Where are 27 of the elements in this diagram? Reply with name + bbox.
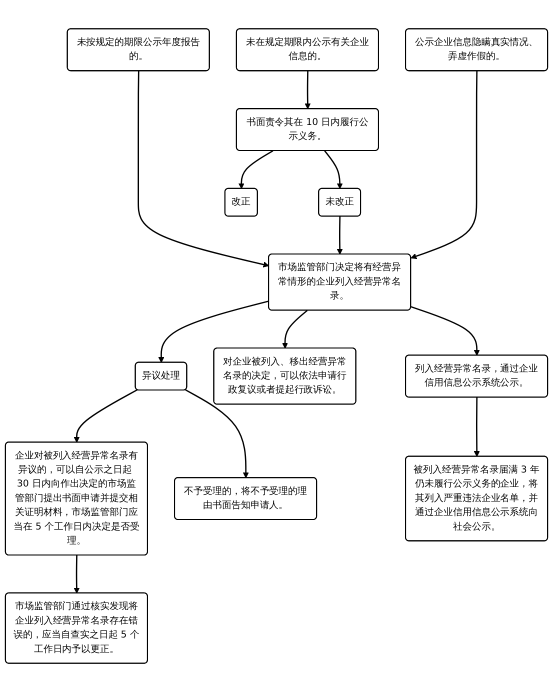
arrow (185, 389, 249, 478)
arrow (410, 71, 478, 260)
arrow (74, 555, 80, 594)
arrow (336, 216, 343, 255)
process-box: 公示企业信息隐瞒真实情况、弄虚作假的。 (405, 28, 548, 72)
arrow (238, 150, 274, 189)
arrow (474, 397, 480, 457)
arrow (304, 71, 311, 110)
process-box: 企业对被列入经营异常名录有异议的，可以自公示之日起 30 日内向作出决定的市场监管部门提出书面申请并提交相关证明材料，市场监管部门应当在 5 个工作日内决定是否受理。 (4, 442, 148, 556)
process-box: 对企业被列入、移出经营异常名录的决定，可以依法申请行政复议或者提起行政诉讼。 (213, 348, 356, 405)
arrow (410, 306, 480, 356)
process-box: 列入经营异常名录，通过企业信用信息公示系统公示。 (405, 354, 548, 398)
process-box: 未在规定期限内公示有关企业信息的。 (236, 28, 379, 72)
process-box: 不予受理的，将不予受理的理由书面告知申请人。 (174, 477, 318, 520)
process-box: 改正 (224, 188, 258, 217)
arrow (138, 71, 270, 268)
process-box: 未按规定的期限公示年度报告的。 (66, 28, 210, 72)
process-box: 异议处理 (134, 362, 188, 390)
arrow (158, 300, 270, 363)
process-box: 未改正 (318, 188, 362, 217)
process-box: 市场监管部门决定将有经营异常情形的企业列入经营异常名录。 (268, 254, 412, 311)
arrow (282, 310, 308, 349)
arrow (324, 150, 343, 189)
process-box: 市场监管部门通过核实发现将企业列入经营异常名录存在错误的，应当自查实之日起 5 个工作日内予以更正。 (4, 592, 148, 664)
process-box: 被列入经营异常名录届满 3 年仍未履行公示义务的企业，将其列入严重违法企业名单，并通过企业信用信息公示系统向社会公示。 (405, 456, 548, 542)
arrow (74, 389, 138, 443)
process-box: 书面责令其在 10 日内履行公示义务。 (236, 108, 379, 152)
